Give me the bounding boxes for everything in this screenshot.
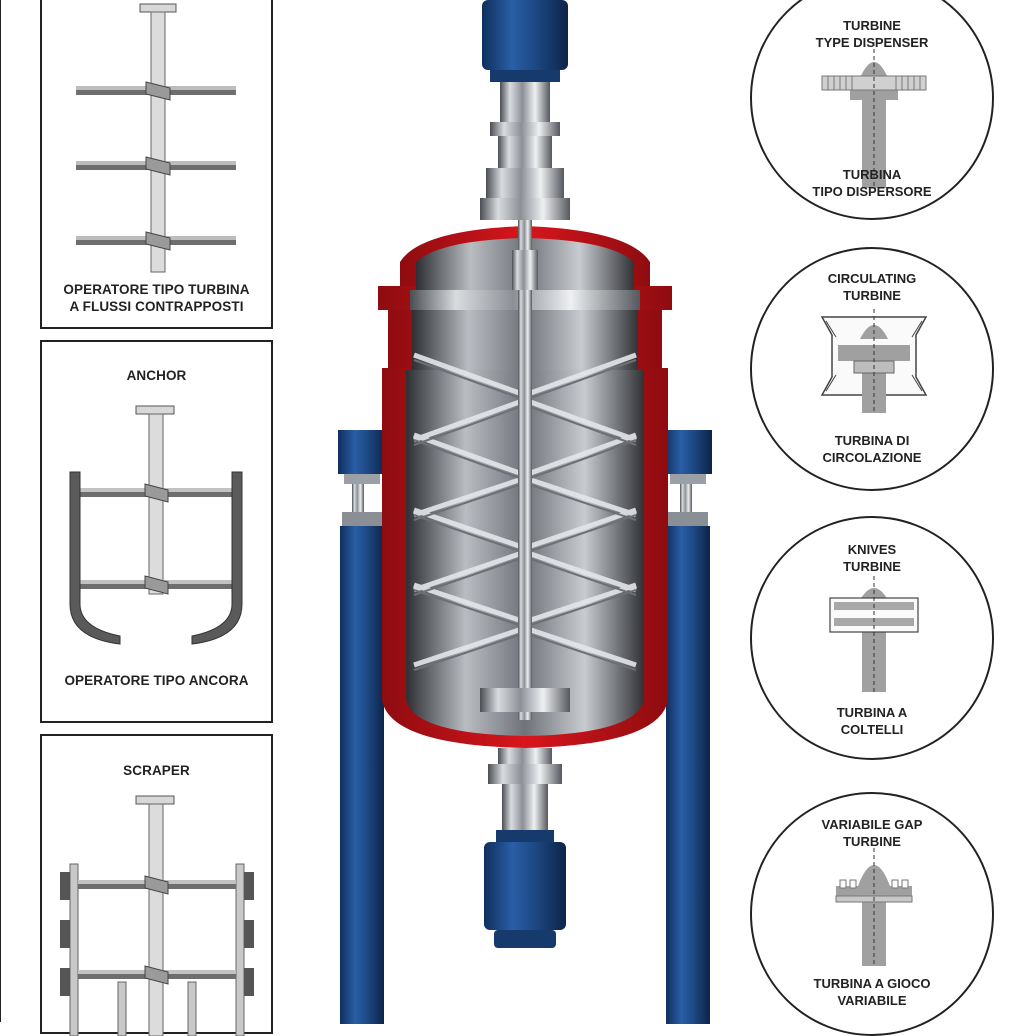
anchor-title: ANCHOR bbox=[126, 368, 187, 383]
support-leg-right bbox=[664, 430, 712, 1024]
knives-it-1: TURBINA A bbox=[836, 705, 908, 720]
bottom-shaft-seal bbox=[488, 748, 562, 830]
circulating-it-2: CIRCOLAZIONE bbox=[822, 450, 922, 465]
dispenser-turbine-drawing bbox=[821, 42, 927, 188]
counterflow-turbine-drawing bbox=[76, 3, 236, 273]
reactor-illustration bbox=[338, 0, 712, 1024]
gap-en-2: TURBINE bbox=[843, 834, 901, 849]
gap-it-1: TURBINA A GIOCO bbox=[813, 976, 931, 991]
gap-it-2: VARIABILE bbox=[837, 993, 907, 1008]
gap-en-1: VARIABILE GAP bbox=[821, 817, 923, 832]
circulating-it-1: TURBINA DI bbox=[834, 433, 910, 448]
knives-it-2: COLTELLI bbox=[840, 722, 904, 737]
circle-knives-turbine: KNIVES TURBINE TURBINA A COLTELLI bbox=[750, 516, 994, 760]
counterflow-label-2: A FLUSSI CONTRAPPOSTI bbox=[69, 299, 244, 314]
bottom-motor bbox=[484, 830, 566, 948]
dispenser-it-2: TIPO DISPERSORE bbox=[812, 184, 932, 199]
variable-gap-turbine-drawing bbox=[835, 848, 913, 966]
anchor-label: OPERATORE TIPO ANCORA bbox=[64, 673, 249, 688]
circle-dispenser-turbine: TURBINE TYPE DISPENSER TURBINA TIPO DISP… bbox=[750, 0, 994, 220]
knives-en-2: TURBINE bbox=[843, 559, 901, 574]
anchor-drawing bbox=[69, 405, 243, 645]
dispenser-en-2: TYPE DISPENSER bbox=[815, 35, 929, 50]
circle-circulating-turbine: CIRCULATING TURBINE TURBINA DI CIRCOLAZI… bbox=[750, 247, 994, 491]
knives-en-1: KNIVES bbox=[847, 542, 897, 557]
panel-anchor: ANCHOR OPERATORE TIPO ANCORA bbox=[40, 340, 273, 723]
scraper-drawing bbox=[60, 795, 254, 1036]
central-shaft bbox=[518, 220, 532, 720]
support-leg-left bbox=[338, 430, 386, 1024]
top-motor bbox=[482, 0, 568, 82]
panel-counterflow-turbine: OPERATORE TIPO TURBINA A FLUSSI CONTRAPP… bbox=[40, 0, 273, 329]
turbine-blade-row bbox=[76, 156, 236, 176]
knives-turbine-drawing bbox=[829, 576, 919, 692]
turbine-blade-row bbox=[76, 81, 236, 101]
turbine-blade-row bbox=[76, 231, 236, 251]
circle-variable-gap-turbine: VARIABILE GAP TURBINE TURBINA A GIOCO VA… bbox=[750, 792, 994, 1036]
panel-scraper: SCRAPER bbox=[40, 734, 273, 1036]
bottom-turbine bbox=[480, 688, 570, 712]
circulating-en-2: TURBINE bbox=[843, 288, 901, 303]
circulating-en-1: CIRCULATING bbox=[827, 271, 917, 286]
dispenser-en-1: TURBINE bbox=[843, 18, 901, 33]
dispenser-it-1: TURBINA bbox=[842, 167, 902, 182]
circulating-turbine-drawing bbox=[820, 309, 928, 413]
top-shaft-seal bbox=[480, 82, 570, 220]
scraper-title: SCRAPER bbox=[123, 763, 190, 778]
counterflow-label-1: OPERATORE TIPO TURBINA bbox=[63, 282, 250, 297]
